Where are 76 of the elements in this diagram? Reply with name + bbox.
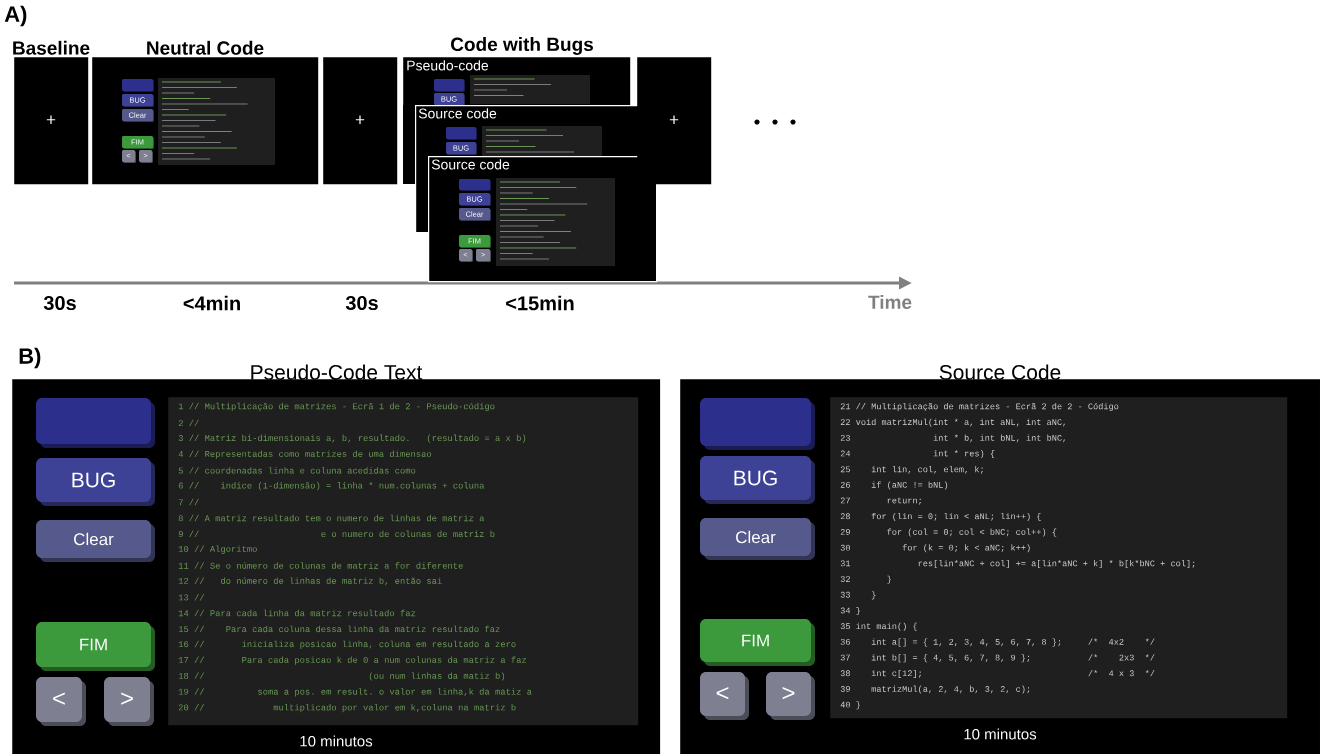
code-line: 2 // — [178, 419, 199, 427]
timer-text: 10 minutos — [964, 728, 1037, 740]
panel-letter: B) — [19, 347, 41, 369]
code-line: 19 // soma a pos. em result. o valor em linha,k da matiz a — [178, 688, 532, 697]
code-line: 9 // e o numero de colunas de matriz b — [178, 530, 495, 538]
button: > — [104, 677, 154, 726]
code-line: 10 // Algoritmo — [178, 545, 257, 554]
code-line: 35 int main() { — [840, 622, 917, 631]
panel-letter: A) — [4, 5, 27, 27]
code-line: 15 // Para cada coluna dessa linha da matriz resultado faz — [178, 625, 500, 633]
button: Clear — [700, 518, 815, 560]
timer-text: 10 minutos — [300, 735, 373, 747]
code-line: 11 // Se o número de colunas de matriz a for diferente — [178, 562, 463, 569]
code-line: 31 res[lin*aNC + col] += a[lin*aNC + k] * b[k*bNC + col]; — [840, 560, 1195, 568]
button: BUG — [36, 458, 155, 506]
axis-label: Time — [868, 295, 912, 309]
code-line: 7 // — [178, 498, 199, 506]
blank-button — [122, 79, 154, 92]
code-line: 23 int * b, int bNL, int bNC, — [840, 434, 1065, 443]
code-line: 24 int * res) { — [840, 450, 995, 459]
code-line: 34 } — [840, 607, 860, 616]
code-line: 6 // indice (1-dimensão) = linha * num.colunas + coluna — [178, 482, 485, 491]
code-line: 14 // Para cada linha da matriz resultado faz — [178, 609, 416, 617]
duration-label: <15min — [506, 295, 574, 311]
code-line: 21 // Multiplicação de matrizes - Ecrã 2 de 2 - Código — [840, 402, 1119, 412]
screen-heading: Baseline — [13, 40, 90, 55]
code-line: 1 // Multiplicação de matrizes - Ecrã 1 de 2 - Pseudo-código — [178, 402, 495, 412]
code-line: 30 for (k = 0; k < aNC; k++) — [840, 544, 1030, 553]
code-line: 18 // (ou num linhas da matiz b) — [178, 672, 505, 681]
code-line: 20 // multiplicado por valor em k,coluna na matriz b — [178, 704, 516, 713]
code-line: 25 int lin, col, elem, k; — [840, 465, 983, 474]
blank-button — [446, 127, 477, 140]
duration-label: <4min — [183, 295, 240, 311]
code-line: 37 int b[] = { 4, 5, 6, 7, 8, 9 }; /* 2x3 */ — [840, 654, 1155, 663]
code-line: 38 int c[12]; /* 4 x 3 */ — [840, 669, 1155, 678]
fixation-cross: + — [46, 115, 56, 124]
duration-label: 30s — [345, 295, 378, 311]
blank-button — [459, 179, 491, 191]
blank-button — [434, 79, 465, 92]
button: > — [766, 672, 815, 720]
code-line: 8 // A matriz resultado tem o numero de linhas de matriz a — [178, 514, 485, 522]
code-line: 29 for (col = 0; col < bNC; col++) { — [840, 528, 1057, 537]
screen-heading: Source code — [431, 159, 510, 170]
code-line: 3 // Matriz bi-dimensionais a, b, resultado. (resultado = a x b) — [178, 434, 526, 443]
section-heading: Code with Bugs — [451, 37, 593, 55]
code-line: 12 // do número de linhas de matriz b, então sai — [178, 577, 442, 586]
code-line: 36 int a[] = { 1, 2, 3, 4, 5, 6, 7, 8 }; /* 4x2 */ — [840, 638, 1155, 647]
code-line: 33 } — [840, 591, 876, 600]
code-line: 27 return; — [840, 497, 921, 505]
blank-button — [700, 398, 815, 450]
code-line: 40 } — [840, 701, 860, 710]
screen-heading: Source code — [418, 108, 497, 119]
code-line: 39 matrizMul(a, 2, 4, b, 3, 2, c); — [840, 685, 1030, 694]
code-line: 4 // Representadas como matrizes de uma dimensao — [178, 450, 432, 459]
code-line: 32 } — [840, 575, 891, 584]
button: FIM — [700, 619, 815, 666]
code-line: 17 // Para cada posicao k de 0 a num colunas da matriz a faz — [178, 656, 526, 665]
code-line: 16 // inicializa posicao linha, coluna em resultado a zero — [178, 640, 516, 649]
screen-heading: Pseudo-Code Text — [251, 364, 423, 380]
code-line: 28 for (lin = 0; lin < aNL; lin++) { — [840, 512, 1041, 521]
code-line: 22 void matrizMul(int * a, int aNL, int aNC, — [840, 418, 1065, 427]
button: Clear — [36, 520, 155, 562]
code-line: 26 if (aNC != bNL) — [840, 481, 948, 490]
code-line: 5 // coordenadas linha e coluna acedidas como — [178, 467, 416, 474]
button: BUG — [700, 456, 815, 504]
blank-button — [36, 398, 155, 448]
screen-heading: Neutral Code — [147, 40, 264, 55]
fixation-cross: + — [669, 115, 679, 124]
button: < — [36, 677, 86, 726]
button: < — [700, 672, 749, 720]
screen-heading: Source Code — [939, 364, 1061, 380]
button: FIM — [36, 622, 155, 671]
screen-heading: Pseudo-code — [407, 60, 489, 71]
code-line: 13 // — [178, 593, 205, 601]
fixation-cross: + — [355, 115, 365, 124]
duration-label: 30s — [43, 295, 76, 311]
